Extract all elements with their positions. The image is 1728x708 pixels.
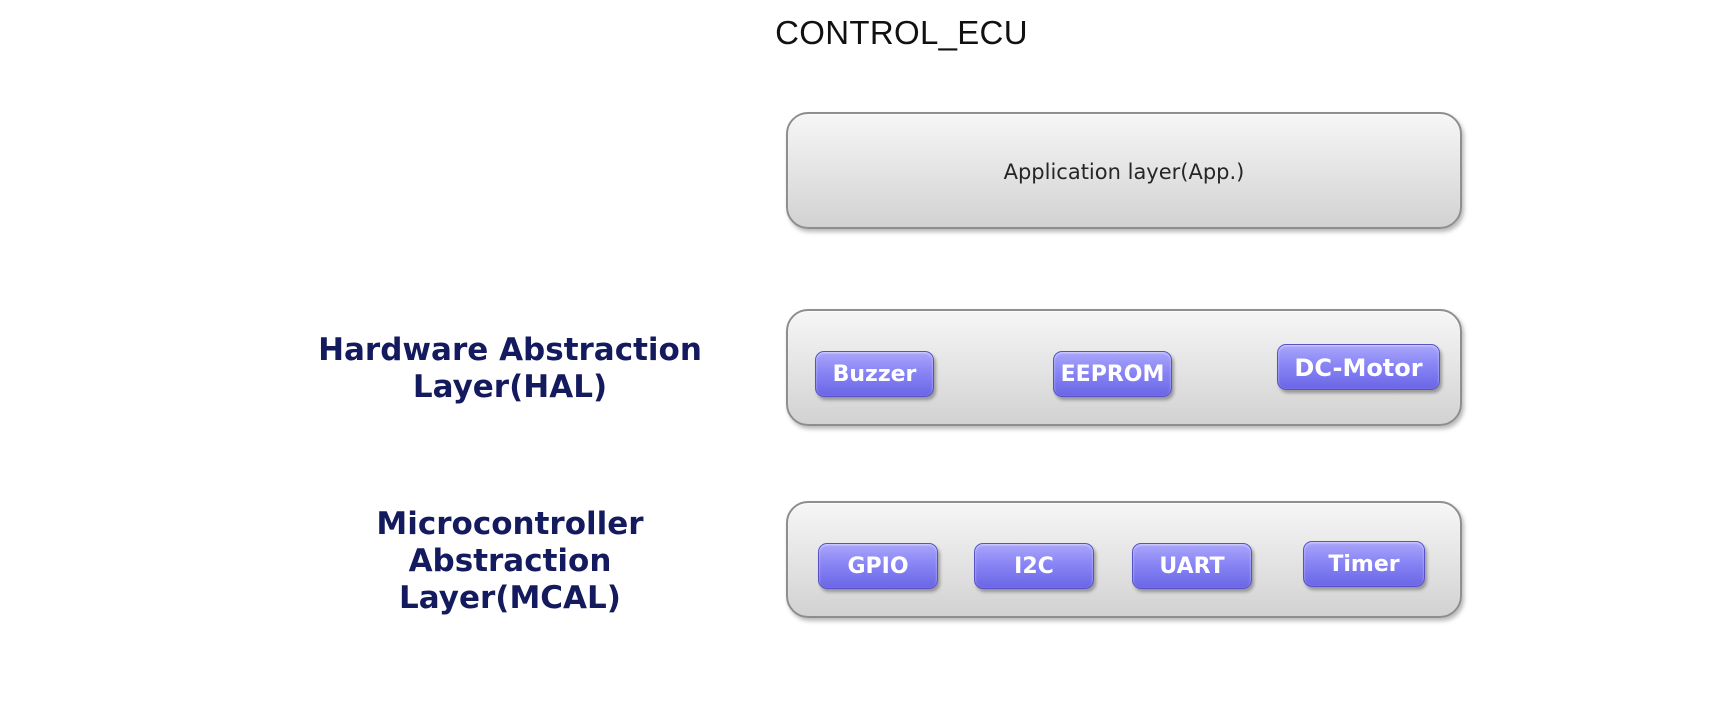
module-timer: Timer: [1303, 541, 1425, 587]
hal-label: Hardware Abstraction Layer(HAL): [270, 332, 750, 406]
hal-layer-box: Buzzer EEPROM DC-Motor: [786, 309, 1462, 426]
mcal-label-line-1: Microcontroller: [376, 506, 644, 542]
module-buzzer: Buzzer: [815, 351, 934, 397]
module-dc-motor: DC-Motor: [1277, 344, 1440, 390]
module-eeprom: EEPROM: [1053, 351, 1172, 397]
hal-label-line-1: Hardware Abstraction: [318, 332, 702, 368]
application-layer-text: Application layer(App.): [1003, 160, 1245, 184]
hal-label-line-2: Layer(HAL): [412, 369, 608, 405]
mcal-label-line-2: Abstraction: [408, 543, 612, 579]
module-i2c: I2C: [974, 543, 1094, 589]
mcal-layer-box: GPIO I2C UART Timer: [786, 501, 1462, 618]
application-layer-box: Application layer(App.): [786, 112, 1462, 229]
mcal-label: Microcontroller Abstraction Layer(MCAL): [330, 506, 690, 617]
diagram-title: CONTROL_ECU: [775, 14, 1028, 51]
mcal-label-line-3: Layer(MCAL): [399, 580, 621, 616]
module-gpio: GPIO: [818, 543, 938, 589]
module-uart: UART: [1132, 543, 1252, 589]
